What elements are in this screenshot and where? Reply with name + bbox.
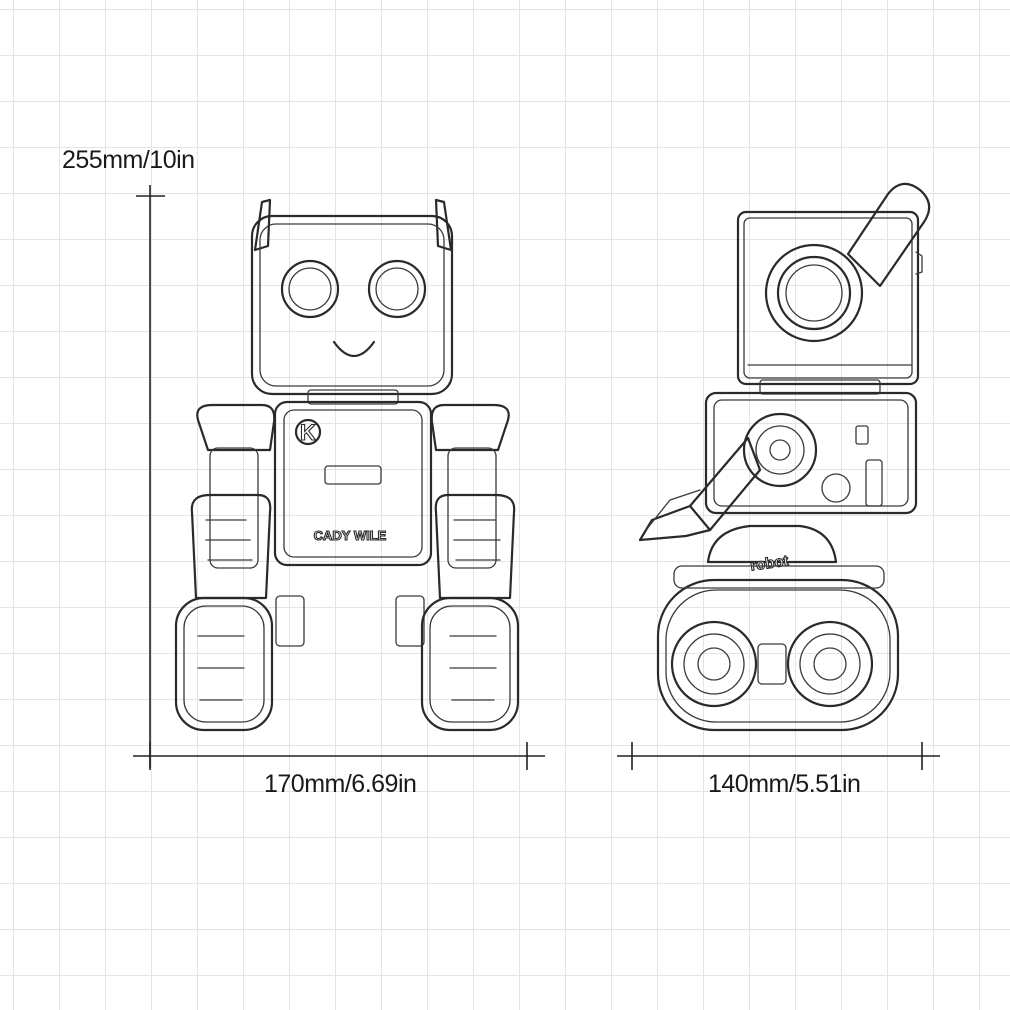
track-brand-text: robot bbox=[749, 552, 789, 574]
height-dimension-label: 255mm/10in bbox=[62, 146, 195, 174]
robot-front-view: K CADY WILE bbox=[174, 198, 520, 732]
front-width-dimension-line bbox=[133, 742, 545, 770]
front-width-dimension-label: 170mm/6.69in bbox=[264, 770, 417, 798]
chest-logo: K bbox=[300, 420, 316, 445]
height-dimension-line bbox=[136, 185, 165, 768]
robot-side-view: robot bbox=[638, 182, 931, 732]
side-width-dimension-label: 140mm/5.51in bbox=[708, 770, 861, 798]
chest-brand-text: CADY WILE bbox=[314, 528, 387, 543]
side-width-dimension-line bbox=[617, 742, 940, 770]
